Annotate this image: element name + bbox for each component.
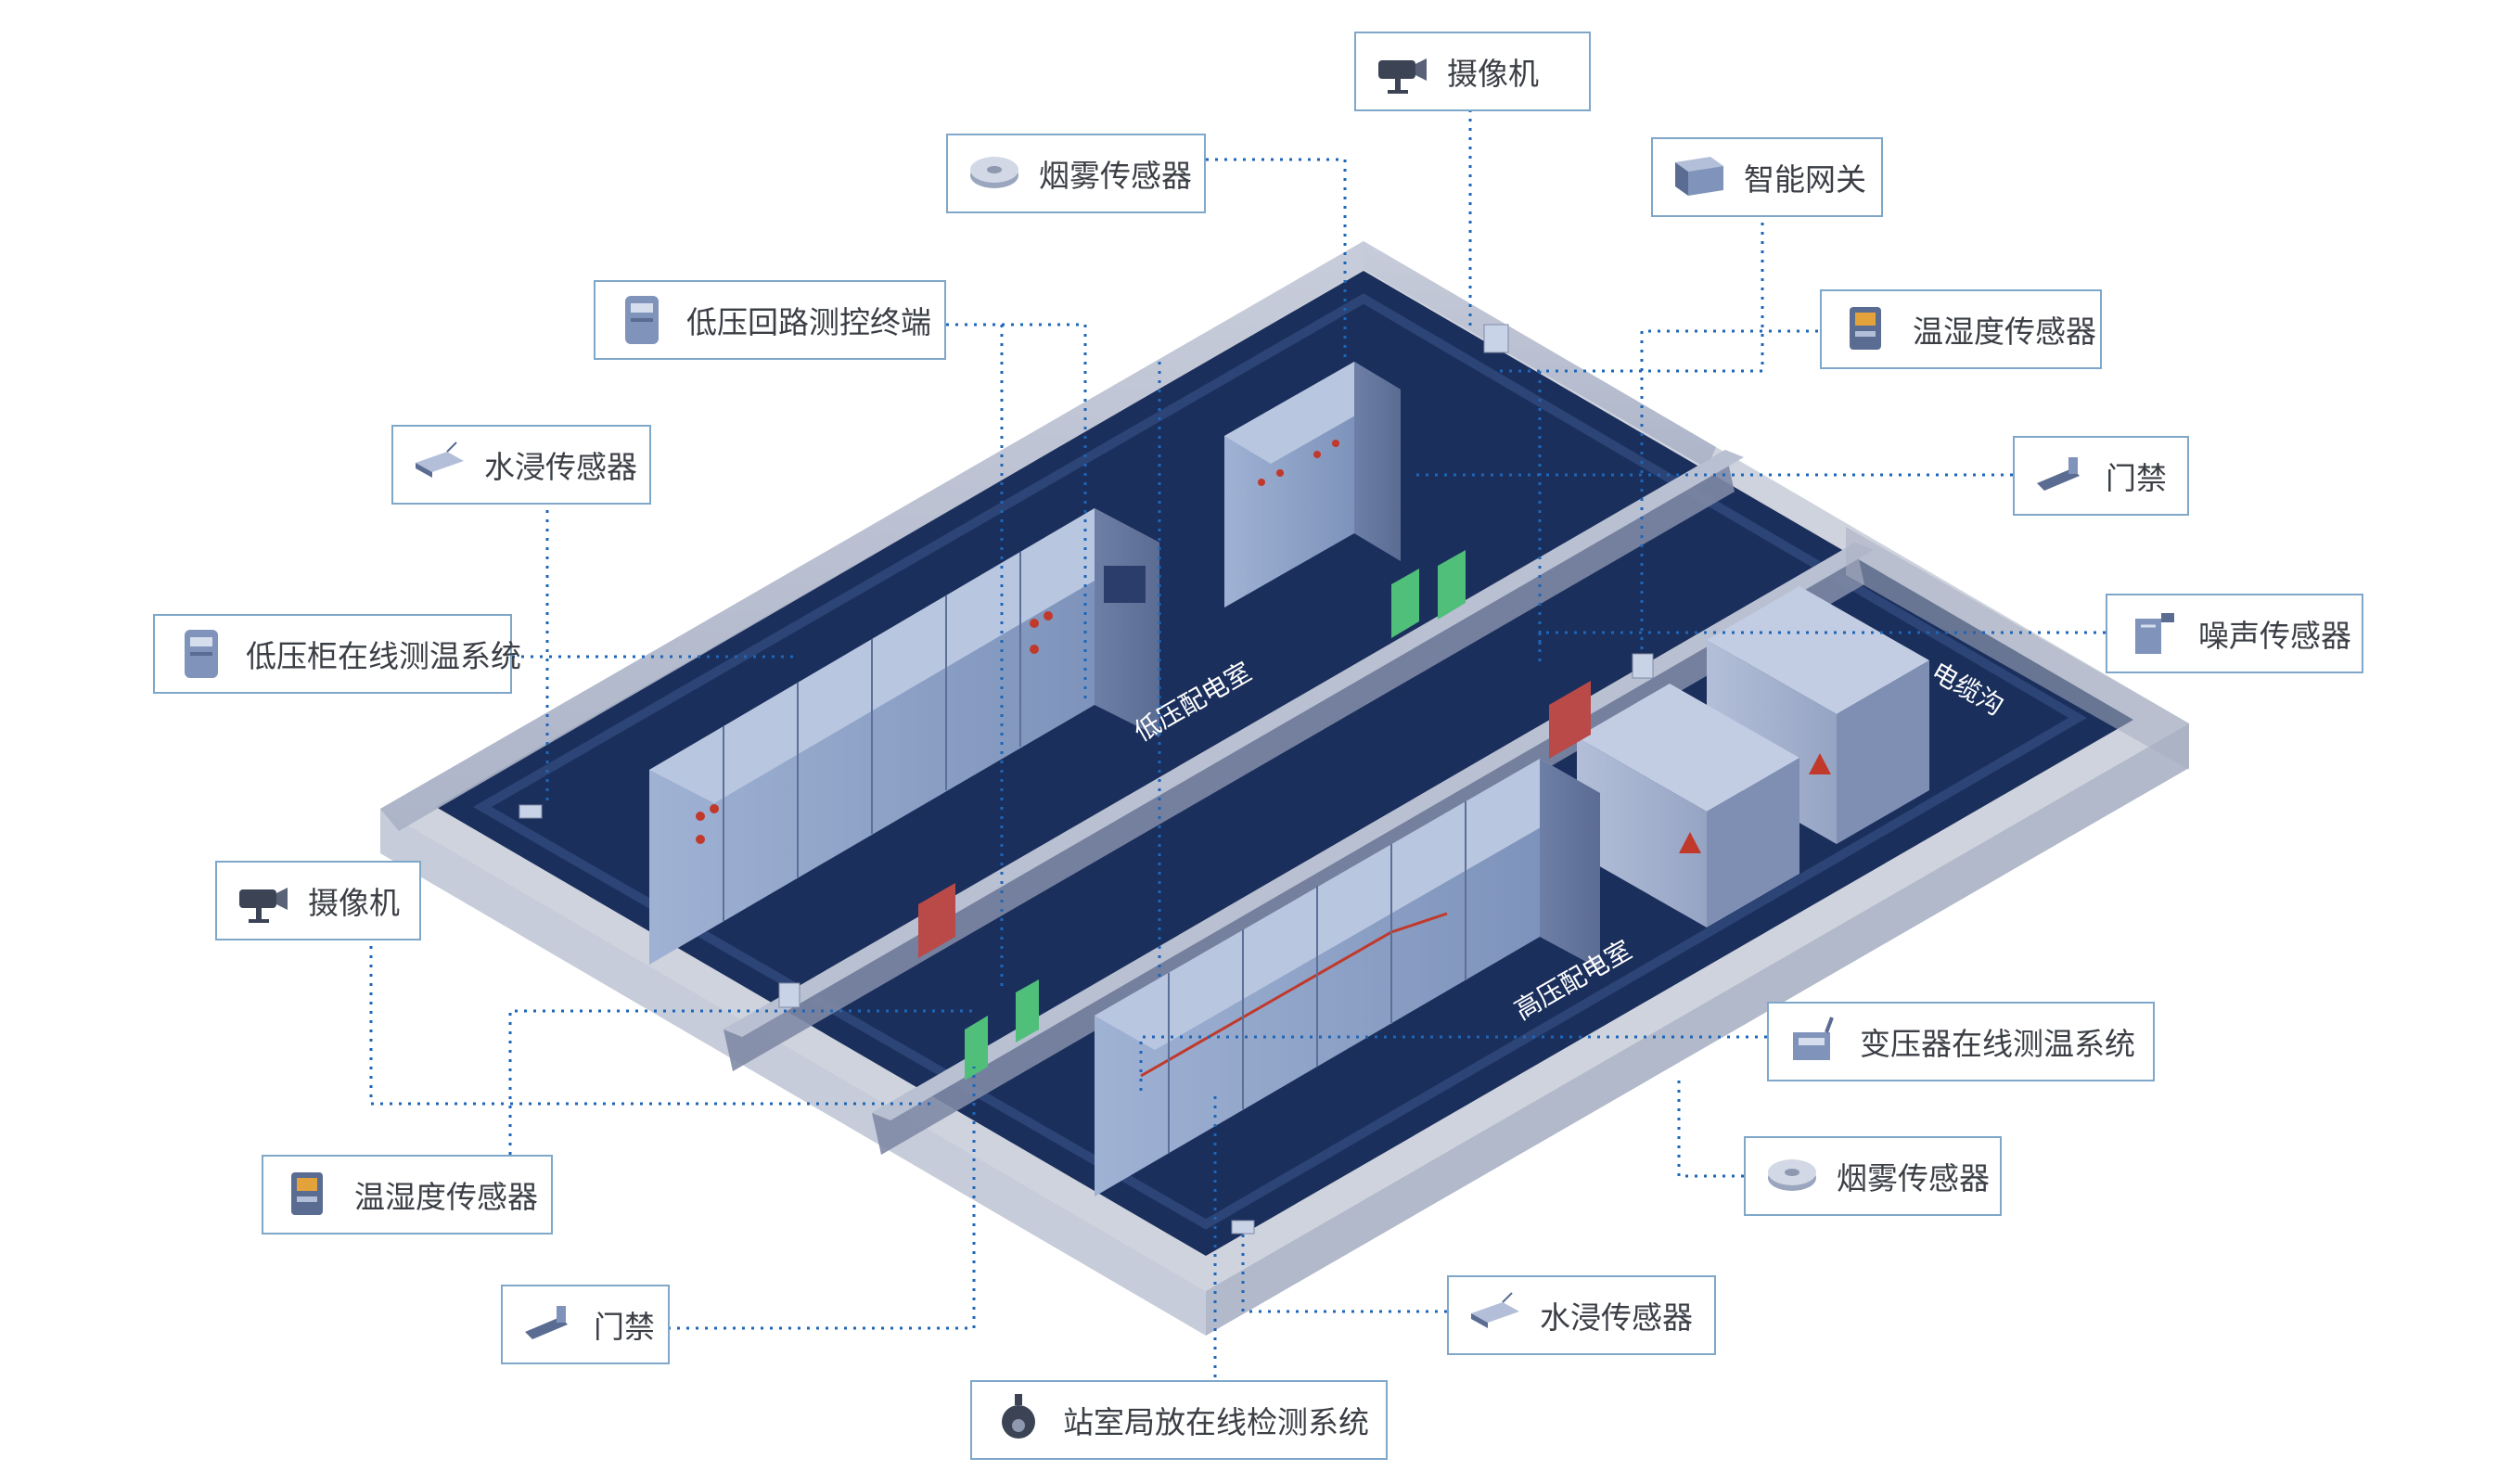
water-sensor-icon: [416, 441, 464, 478]
smoke-sensor-icon: [1768, 1159, 1816, 1191]
water-sensor-icon: [1471, 1292, 1519, 1328]
callout-label: 噪声传感器: [2198, 618, 2351, 654]
callout-transformer-temp: 变压器在线测温系统: [1767, 1002, 2155, 1081]
callout-label: 低压回路测控终端: [686, 304, 931, 340]
low-voltage-cabinets: [649, 508, 1159, 965]
temp-humidity-icon: [291, 1172, 323, 1215]
callout-lv-cabinet-temp: 低压柜在线测温系统: [153, 614, 521, 694]
temp-humidity-icon: [1850, 307, 1881, 350]
callout-label: 水浸传感器: [1540, 1299, 1693, 1336]
meter-icon: [625, 296, 659, 344]
transformers: [1577, 586, 1929, 928]
control-cabinets: [1224, 362, 1401, 608]
callout-lv-terminal: 低压回路测控终端: [594, 280, 946, 360]
callout-door-left: 门禁: [501, 1285, 670, 1364]
callout-label: 烟雾传感器: [1039, 158, 1192, 194]
callout-door-right: 门禁: [2013, 436, 2189, 516]
door-lock-icon: [525, 1306, 568, 1339]
callout-label: 门禁: [2106, 460, 2167, 496]
callout-label: 智能网关: [1744, 161, 1866, 198]
callout-label: 烟雾传感器: [1837, 1160, 1990, 1196]
callout-smoke-top: 烟雾传感器: [946, 134, 1206, 213]
callout-label: 门禁: [594, 1309, 655, 1345]
callout-label: 温湿度传感器: [354, 1179, 538, 1215]
camera-icon: [239, 888, 288, 923]
callout-water-bottom: 水浸传感器: [1447, 1275, 1716, 1355]
dome-camera-icon: [1002, 1394, 1035, 1439]
callout-noise: 噪声传感器: [2106, 594, 2363, 673]
callout-th-left: 温湿度传感器: [262, 1155, 553, 1235]
callout-water-top: 水浸传感器: [391, 425, 651, 505]
transformer-sensor-icon: [1793, 1017, 1834, 1060]
callout-pd-monitor: 站室局放在线检测系统: [970, 1380, 1388, 1460]
callout-label: 摄像机: [308, 885, 400, 921]
callout-label: 变压器在线测温系统: [1860, 1026, 2135, 1062]
callout-th-top: 温湿度传感器: [1820, 289, 2102, 369]
callout-label: 低压柜在线测温系统: [246, 638, 521, 674]
callout-label: 站室局放在线检测系统: [1063, 1404, 1369, 1440]
callout-gateway: 智能网关: [1651, 137, 1883, 217]
noise-sensor-icon: [2135, 613, 2174, 654]
door-lock-icon: [2037, 457, 2080, 491]
callout-label: 摄像机: [1447, 56, 1539, 92]
smoke-sensor-icon: [970, 157, 1018, 188]
doors: [918, 550, 1591, 1081]
camera-icon: [1378, 58, 1427, 94]
high-voltage-cabinets: [1095, 759, 1600, 1196]
callout-camera-left: 摄像机: [215, 861, 421, 940]
callout-label: 温湿度传感器: [1913, 313, 2096, 350]
callout-camera-top: 摄像机: [1354, 32, 1591, 111]
connector-lines: [369, 109, 2106, 1377]
callout-smoke-right: 烟雾传感器: [1744, 1136, 2002, 1216]
gateway-icon: [1675, 157, 1723, 196]
callout-label: 水浸传感器: [484, 449, 637, 485]
meter-icon: [185, 630, 218, 678]
floor-devices: [519, 324, 1654, 1235]
